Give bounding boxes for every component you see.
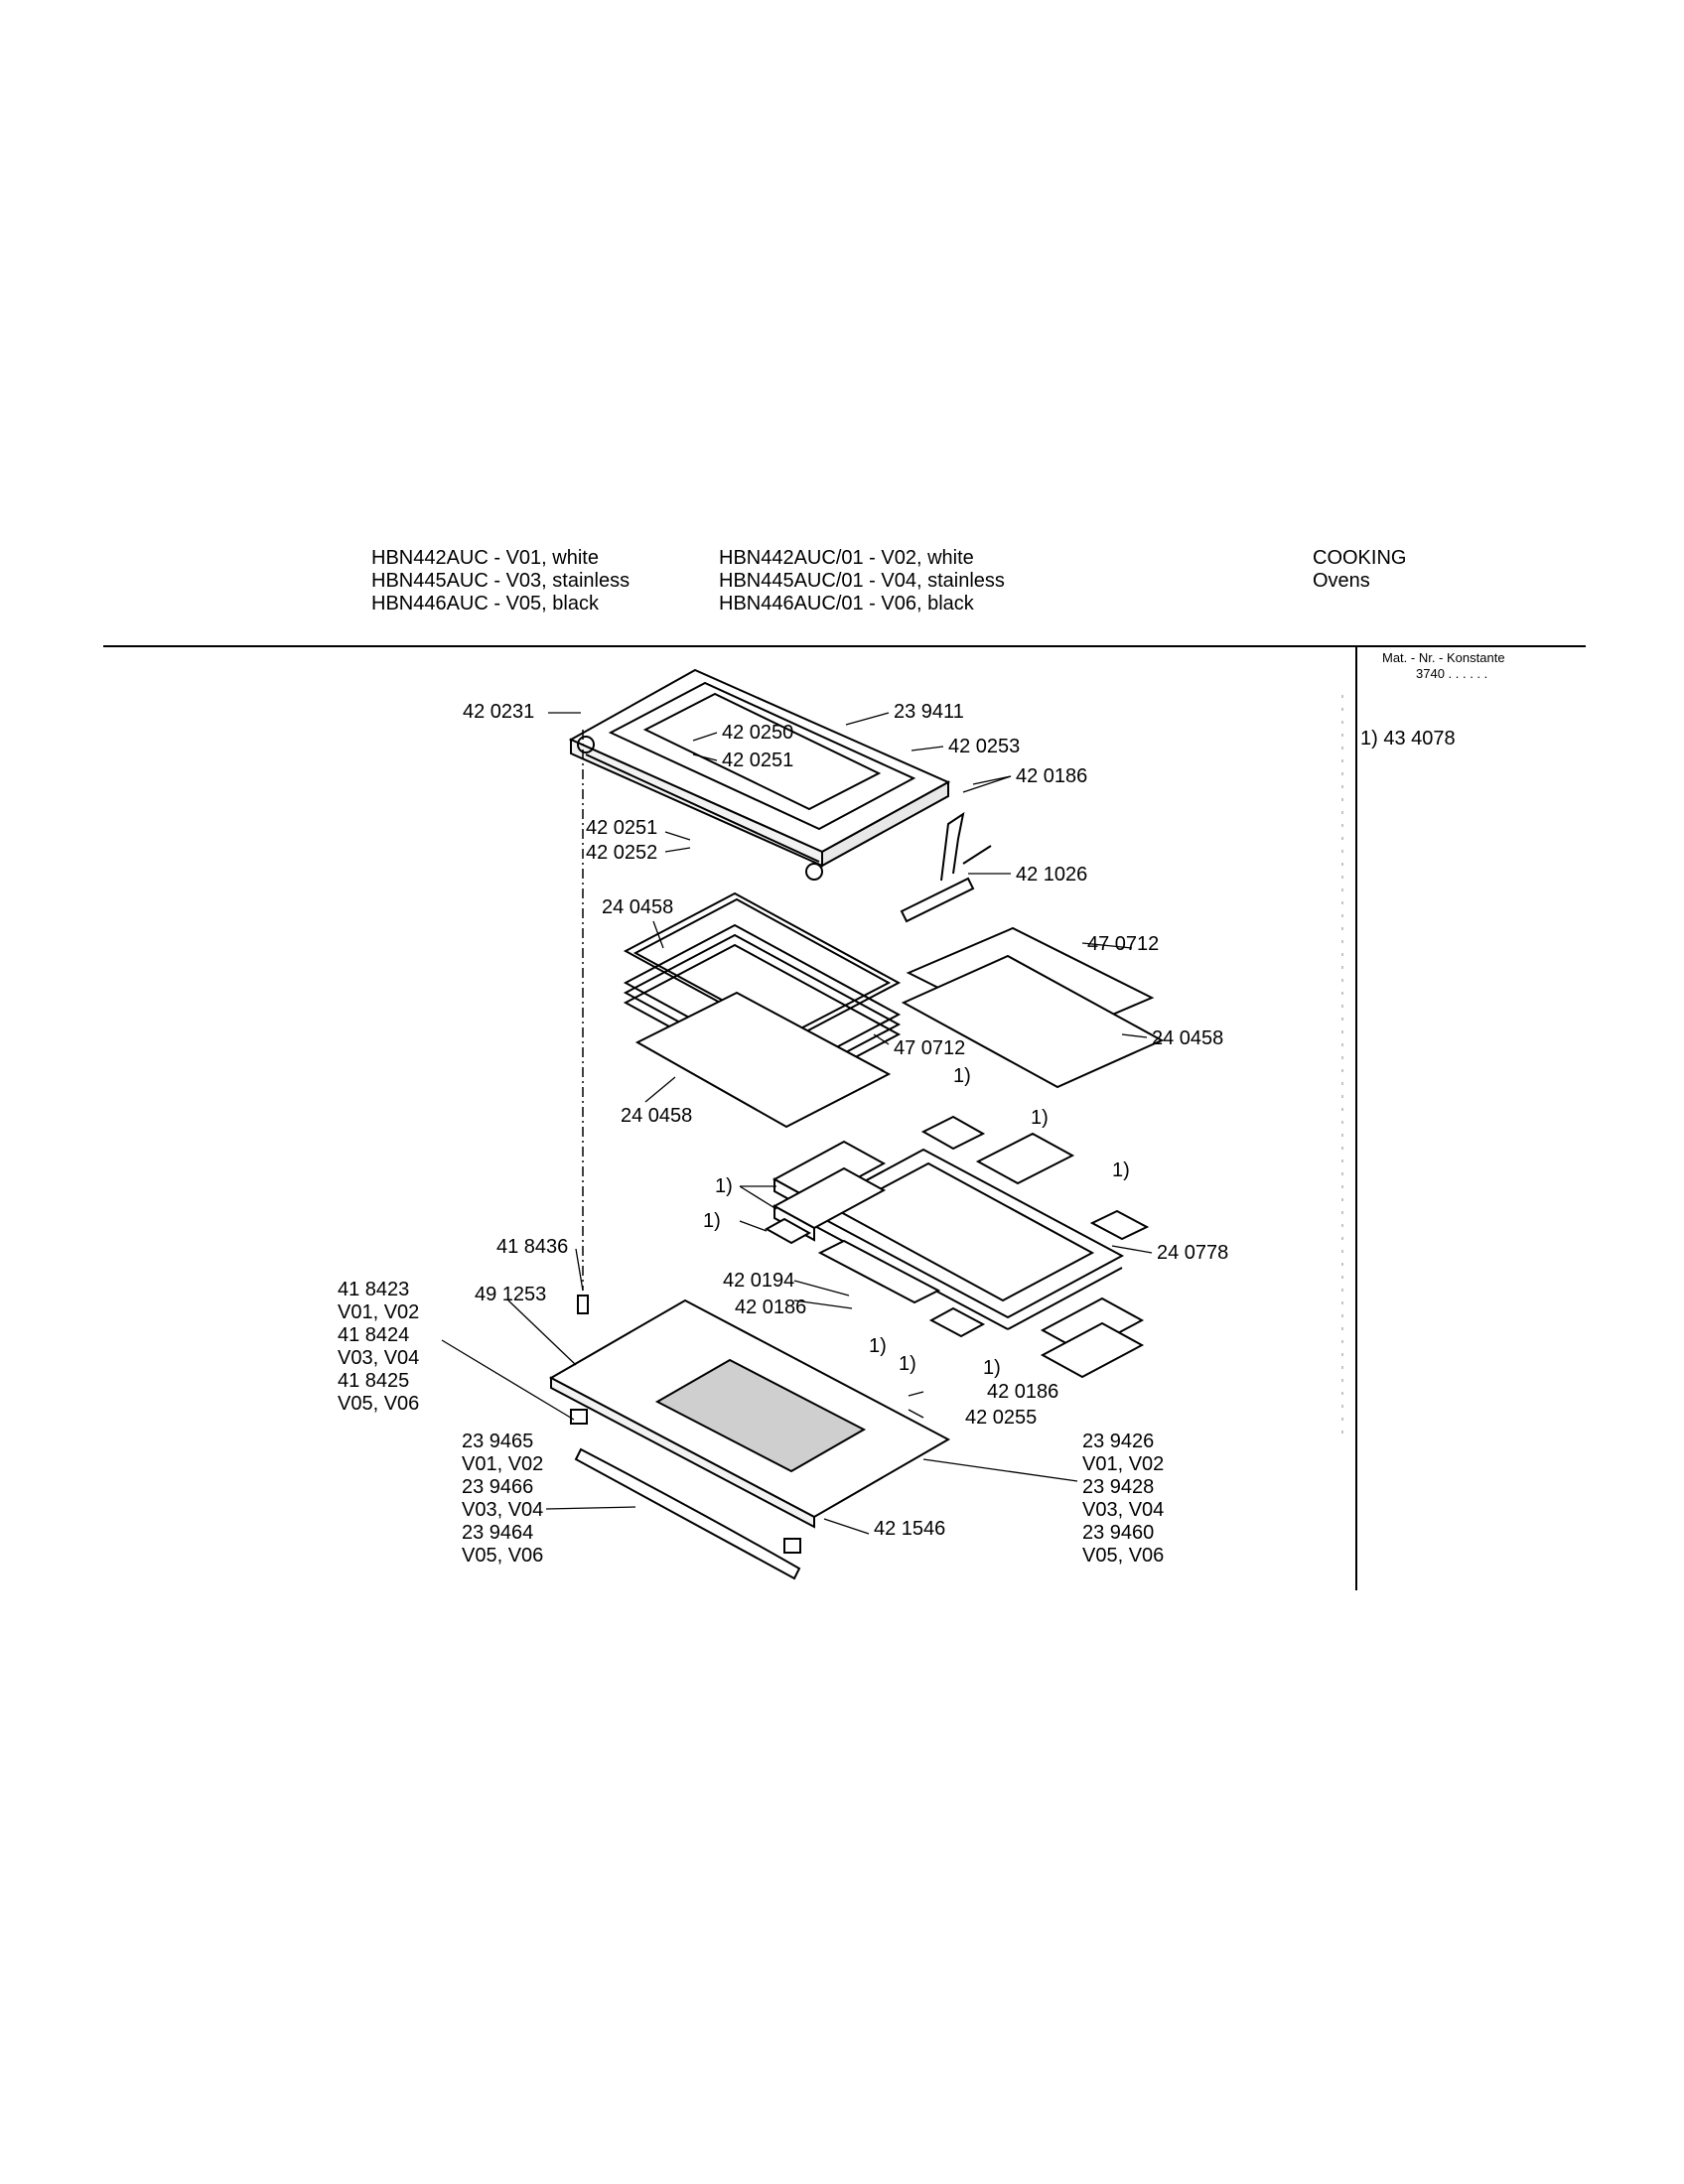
callout-421546: 42 1546 [874,1518,945,1540]
left-list-5: 41 8425 [338,1370,409,1392]
callout-note-1g: 1) [899,1353,916,1375]
footnote: 1) 43 4078 [1360,728,1456,750]
handle-list-4: V03, V04 [462,1499,543,1521]
callout-420186b: 42 0186 [735,1297,806,1318]
category: COOKING [1313,547,1407,569]
mat-value: 3740 . . . . . . [1416,666,1488,681]
left-list-1: 41 8423 [338,1279,409,1300]
door-bottom-panel [548,1298,951,1529]
handle-list-3: 23 9466 [462,1476,533,1498]
callout-420255: 42 0255 [965,1407,1037,1429]
callout-420252: 42 0252 [586,842,657,864]
callout-420186c: 42 0186 [987,1381,1058,1403]
leader-lines [441,712,1153,1535]
handle-list-2: V01, V02 [462,1453,543,1475]
glass-stack-left [623,891,902,1129]
callout-240778: 24 0778 [1157,1242,1228,1264]
callout-470712b: 47 0712 [894,1037,965,1059]
hinge [900,811,992,923]
callout-470712a: 47 0712 [1087,933,1159,955]
right-list-1: 23 9426 [1082,1431,1154,1452]
door-top-frame [568,668,951,881]
callout-note-1h: 1) [983,1357,1001,1379]
handle-list-5: 23 9464 [462,1522,533,1544]
model-left-3: HBN446AUC - V05, black [371,593,599,614]
callout-note-1c: 1) [1112,1160,1130,1181]
callout-note-1b: 1) [1031,1107,1049,1129]
glass-right [901,926,1165,1089]
left-list-4: V03, V04 [338,1347,419,1369]
callout-420186a: 42 0186 [1016,765,1087,787]
subcategory: Ovens [1313,570,1370,592]
model-left-2: HBN445AUC - V03, stainless [371,570,631,592]
callout-note-1a: 1) [953,1065,971,1087]
callout-420250: 42 0250 [722,722,793,744]
right-list-5: 23 9460 [1082,1522,1154,1544]
left-list-2: V01, V02 [338,1301,419,1323]
callout-420231: 42 0231 [463,701,534,723]
callout-420251b: 42 0251 [586,817,657,839]
callout-420194: 42 0194 [723,1270,794,1292]
right-list-4: V03, V04 [1082,1499,1164,1521]
callout-240458a: 24 0458 [602,896,673,918]
model-right-1: HBN442AUC/01 - V02, white [719,547,974,569]
door-handle [570,1409,801,1580]
right-list-3: 23 9428 [1082,1476,1154,1498]
handle-list-1: 23 9465 [462,1431,533,1452]
callout-240458c: 24 0458 [621,1105,692,1127]
callout-421026: 42 1026 [1016,864,1087,886]
mat-label: Mat. - Nr. - Konstante [1382,650,1505,665]
callout-491253: 49 1253 [475,1284,546,1305]
callout-239411: 23 9411 [894,701,964,723]
callout-note-1d: 1) [715,1175,733,1197]
callout-240458b: 24 0458 [1152,1027,1223,1049]
left-list-6: V05, V06 [338,1393,419,1415]
insulation-blocks [764,1115,1150,1379]
model-right-2: HBN445AUC/01 - V04, stainless [719,570,1005,592]
callout-note-1f: 1) [869,1335,887,1357]
model-left-1: HBN442AUC - V01, white [371,547,599,569]
right-list-6: V05, V06 [1082,1545,1164,1567]
callout-420253: 42 0253 [948,736,1020,757]
right-list-2: V01, V02 [1082,1453,1164,1475]
handle-list-6: V05, V06 [462,1545,543,1567]
model-right-3: HBN446AUC/01 - V06, black [719,593,974,614]
left-list-3: 41 8424 [338,1324,409,1346]
callout-note-1e: 1) [703,1210,721,1232]
callout-418436: 41 8436 [496,1236,568,1258]
callout-420251a: 42 0251 [722,750,793,771]
